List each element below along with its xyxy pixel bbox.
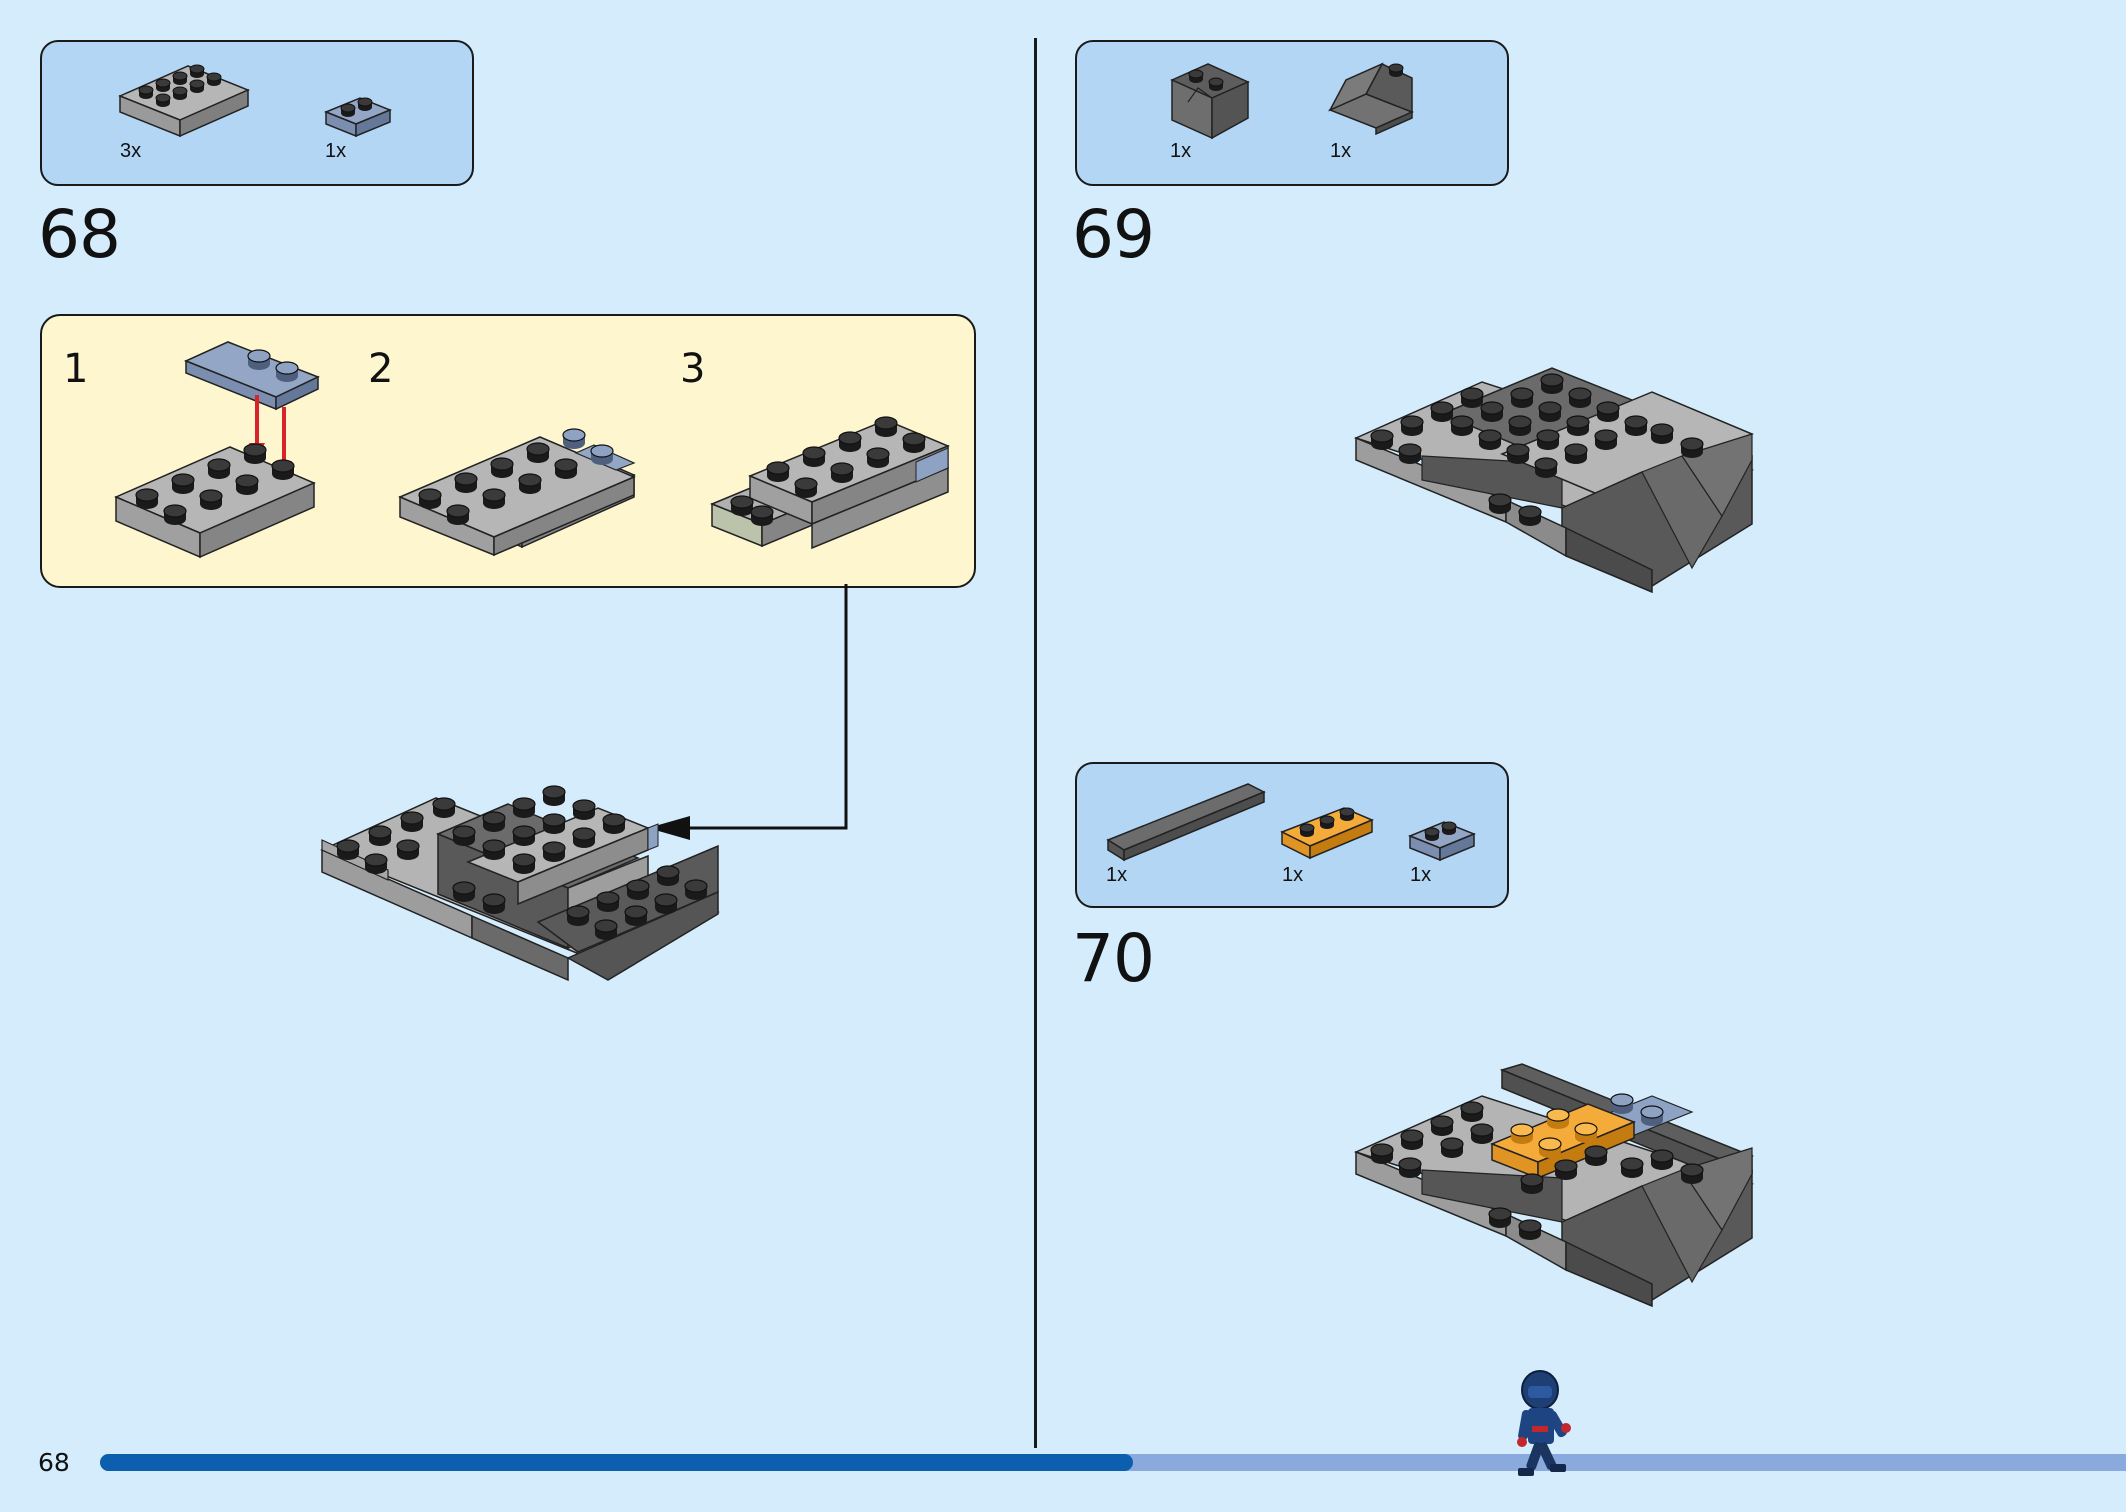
progress-bar-fill [100,1454,1134,1471]
page-number: 68 [38,1448,70,1477]
plate-2x4-light-gray-icon [118,64,250,138]
step-number: 70 [1072,920,1155,997]
substep-number: 1 [63,346,89,392]
plate-1x2-sand-blue-icon [1408,821,1476,862]
substep-number: 2 [368,346,394,392]
step-69-model [1353,367,1755,594]
step-70-model [1353,1063,1755,1308]
parts-list-step-68 [40,40,474,186]
part-qty: 1x [1330,140,1352,162]
plate-2x4-light-gray-icon [114,443,316,559]
part-qty: 1x [1170,140,1192,162]
part-qty: 1x [325,140,347,162]
part-qty: 1x [1106,864,1128,886]
plate-1x2-sand-blue-icon [324,97,392,138]
parts-list-step-69 [1075,40,1509,186]
substep-3-illustration [710,416,950,550]
step-68-model [320,785,720,982]
tile-1x6-dark-gray-icon [1106,783,1266,862]
step-number: 68 [38,196,121,273]
step-number: 69 [1072,196,1155,273]
slope-dark-gray-icon [1328,62,1414,136]
substep-2-illustration [398,428,636,557]
slope-dark-gray-icon [1170,63,1250,140]
part-qty: 1x [1282,864,1304,886]
part-qty: 3x [120,140,142,162]
callout-connector-arrow [648,584,848,840]
part-qty: 1x [1410,864,1432,886]
page-divider [1034,38,1037,1448]
substep-number: 3 [680,346,706,392]
progress-bar [100,1454,2126,1471]
minifigure-icon [1517,1370,1571,1476]
plate-1x2-sand-blue-icon [184,341,320,411]
substep-1-illustration [114,341,320,559]
plate-1x3-orange-icon [1280,807,1374,860]
